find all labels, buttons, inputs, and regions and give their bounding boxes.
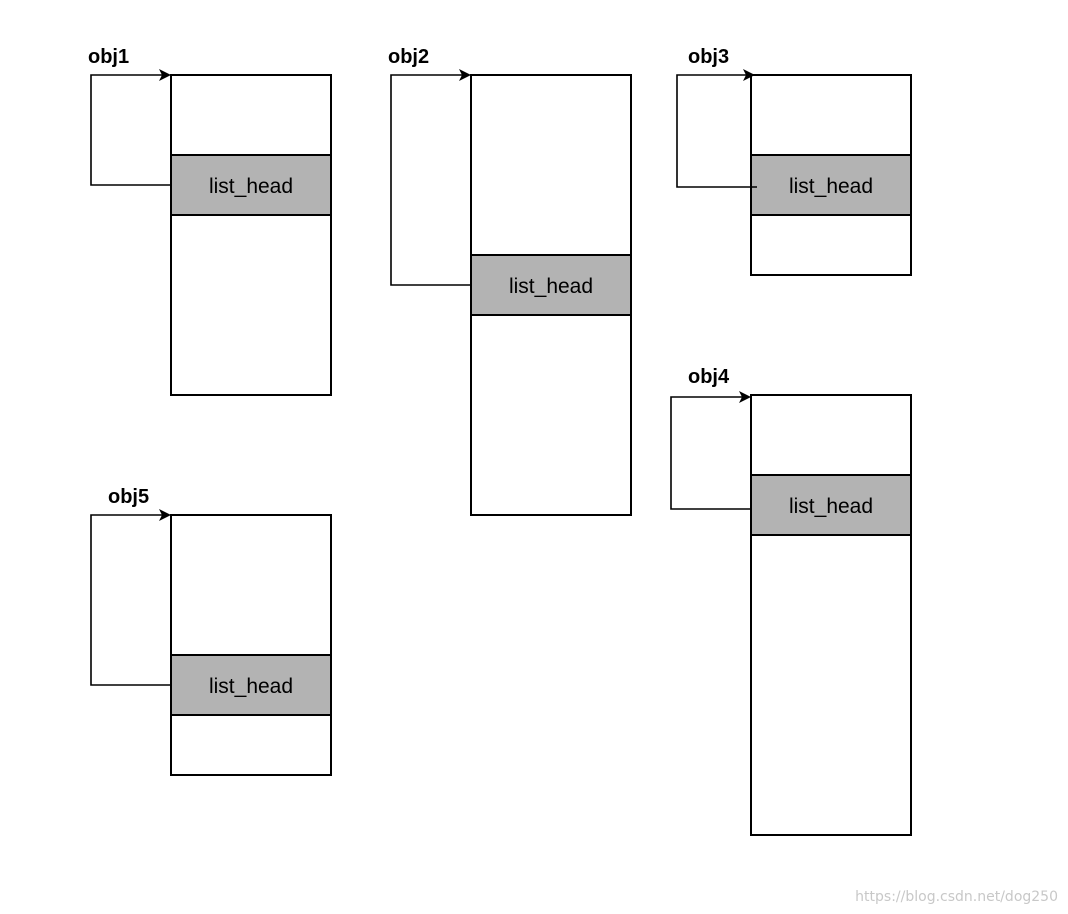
self-pointer-arrow bbox=[670, 391, 751, 510]
self-pointer-arrow bbox=[390, 69, 471, 286]
field-label: list_head bbox=[509, 275, 593, 298]
field-label: list_head bbox=[789, 175, 873, 198]
struct-box bbox=[170, 74, 332, 396]
list-head-field bbox=[750, 154, 912, 216]
struct-box bbox=[750, 394, 912, 836]
object-label: obj1 bbox=[88, 46, 129, 68]
object-obj5: list_head obj5 bbox=[90, 486, 332, 776]
object-label: obj4 bbox=[688, 366, 730, 388]
field-label: list_head bbox=[209, 175, 293, 198]
list-head-field bbox=[470, 254, 632, 316]
field-label: list_head bbox=[789, 495, 873, 518]
struct-box bbox=[170, 514, 332, 776]
object-obj4: list_head obj4 bbox=[670, 366, 912, 836]
object-label: obj3 bbox=[688, 46, 729, 68]
object-obj1: list_head obj1 bbox=[88, 46, 332, 396]
object-label: obj5 bbox=[108, 486, 149, 508]
object-obj3: list_head obj3 bbox=[676, 46, 912, 276]
object-label: obj2 bbox=[388, 46, 429, 68]
self-pointer-arrow bbox=[676, 69, 757, 188]
list-head-field bbox=[170, 154, 332, 216]
list-head-field bbox=[750, 474, 912, 536]
field-label: list_head bbox=[209, 675, 293, 698]
self-pointer-arrow bbox=[90, 509, 171, 686]
object-obj2: list_head obj2 bbox=[388, 46, 632, 516]
self-pointer-arrow bbox=[90, 69, 171, 186]
list-head-field bbox=[170, 654, 332, 716]
watermark-text: https://blog.csdn.net/dog250 bbox=[855, 889, 1058, 905]
